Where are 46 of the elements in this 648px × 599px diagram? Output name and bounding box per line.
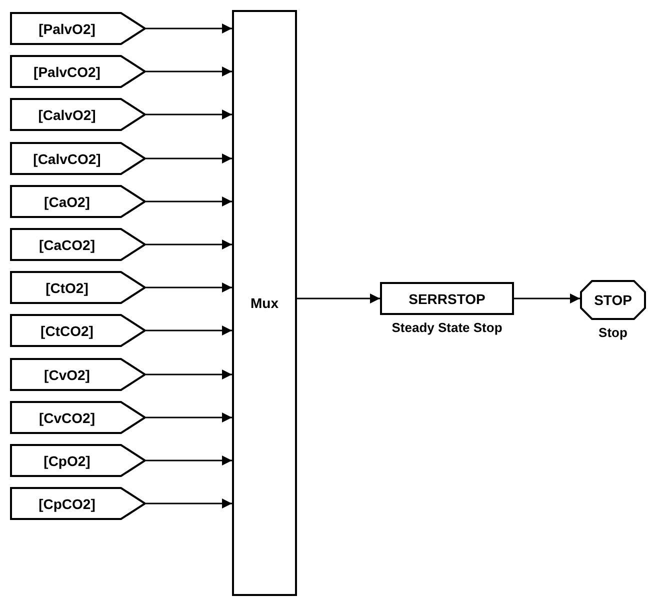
goto-tag-block	[10, 358, 146, 391]
block-caption: Steady State Stop	[390, 320, 504, 335]
block-label: [CpO2]	[42, 452, 92, 471]
goto-tag-block	[10, 12, 146, 45]
block-label: [PalvO2]	[38, 20, 96, 39]
signal-arrow	[146, 240, 232, 250]
goto-tag-block	[10, 228, 146, 261]
signal-arrow	[146, 498, 232, 508]
block-label: STOP	[593, 291, 633, 310]
block-label: [CalvCO2]	[32, 150, 102, 169]
signal-arrow	[146, 326, 232, 336]
block-label: [CaCO2]	[38, 236, 96, 255]
goto-tag-block	[10, 487, 146, 520]
signal-arrow	[146, 456, 232, 466]
block-label: [CvCO2]	[38, 408, 96, 428]
goto-tag-block	[10, 444, 146, 477]
goto-tag-block	[10, 314, 146, 347]
goto-tag-block	[10, 401, 146, 434]
mux-block	[232, 10, 297, 596]
block-label: [CpCO2]	[38, 494, 96, 514]
block-label: [CvO2]	[43, 366, 91, 385]
signal-arrow	[146, 110, 232, 120]
signal-arrow	[514, 294, 580, 304]
block-label: [CaO2]	[43, 192, 91, 212]
signal-arrow	[146, 370, 232, 380]
signal-arrow	[146, 24, 232, 34]
goto-tag-block	[10, 185, 146, 218]
block-label: [CtCO2]	[40, 322, 94, 341]
block-label: [CalvO2]	[37, 106, 97, 125]
stop-octagon	[580, 280, 646, 320]
signal-arrow	[146, 196, 232, 206]
signal-arrow	[146, 282, 232, 292]
goto-tag-block	[10, 55, 146, 88]
block-label: SERRSTOP	[408, 290, 486, 308]
block-label: [CtO2]	[44, 278, 90, 298]
block-label: Mux	[250, 294, 280, 313]
signal-arrow	[146, 66, 232, 76]
signal-arrow	[146, 154, 232, 164]
signal-arrow	[146, 412, 232, 422]
signal-arrow	[297, 294, 380, 304]
goto-tag-block	[10, 142, 146, 175]
goto-tag-block	[10, 98, 146, 131]
subsystem-block	[380, 282, 514, 315]
goto-tag-block	[10, 271, 146, 304]
block-caption: Stop	[598, 325, 628, 340]
block-label: [PalvCO2]	[32, 62, 102, 82]
